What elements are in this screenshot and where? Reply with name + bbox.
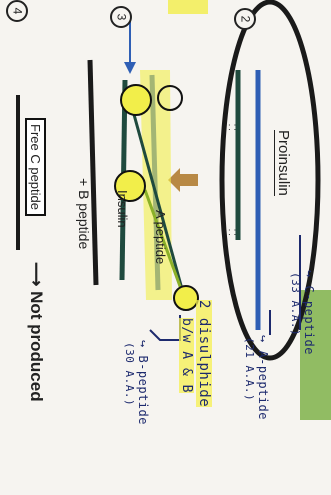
free-c-peptide-chain xyxy=(87,59,99,286)
b-peptide-count: (30 A.A.) xyxy=(123,342,136,407)
svg-text:: :: : : xyxy=(228,227,236,238)
disulphide-circle-small xyxy=(157,85,183,111)
svg-text:: :: : : xyxy=(228,122,236,133)
step-4-badge: 4 xyxy=(6,0,28,22)
disulphide-title: 2 disulphide xyxy=(196,300,212,408)
insulin-label: Insulin xyxy=(115,190,130,228)
free-c-peptide-label: Free C peptide xyxy=(25,118,46,216)
c-peptide-count: (33 A.A.) xyxy=(289,272,302,337)
proinsulin-label: Proinsulin xyxy=(274,130,292,196)
cross-line-dark xyxy=(128,99,187,301)
cross-line-green xyxy=(143,189,187,301)
conversion-arrow xyxy=(168,168,198,192)
not-produced-label: ⟶ Not produced xyxy=(27,262,46,402)
b-peptide-label: + B peptide xyxy=(76,178,92,250)
step-2-badge: 2 xyxy=(234,8,256,30)
c-peptide-note: ↪ C-peptide xyxy=(302,270,316,355)
a-peptide-note: ↪ A-peptide xyxy=(256,335,270,420)
disulphide-circle-top xyxy=(120,84,152,116)
disulphide-sub: b/w A & B xyxy=(179,318,194,393)
disulphide-circle-bottom xyxy=(173,285,199,311)
a-peptide-count: (21 A.A.) xyxy=(243,337,256,402)
step-3-badge: 3 xyxy=(110,6,132,28)
a-peptide-label: A peptide xyxy=(153,210,168,265)
disulphide-circle-mid xyxy=(114,170,146,202)
b-peptide-note: ↪ B-peptide xyxy=(136,340,150,425)
highlight-strip xyxy=(168,0,208,14)
proinsulin-loop xyxy=(219,0,321,361)
marker-edge xyxy=(300,290,331,420)
